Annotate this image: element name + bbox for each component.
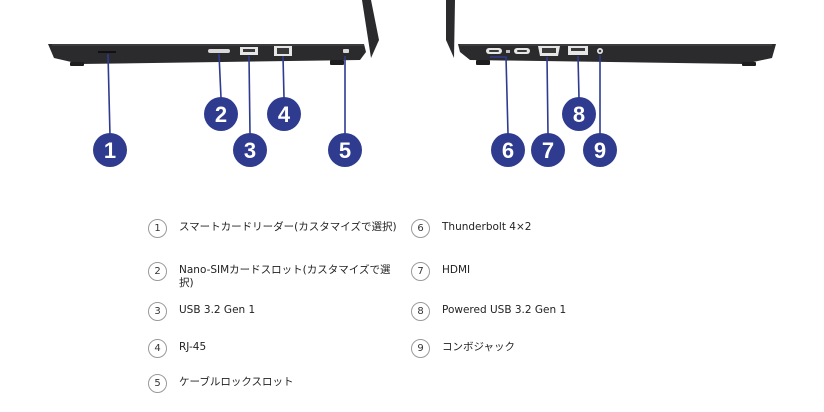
callout-3: 3 (233, 133, 267, 167)
legend-item-9: 9 コンボジャック (411, 339, 515, 358)
legend-label: ケーブルロックスロット (179, 376, 294, 388)
callout-8-number: 8 (573, 102, 585, 127)
legend-label: Powered USB 3.2 Gen 1 (442, 304, 567, 316)
legend-item-5: 5 ケーブルロックスロット (148, 374, 399, 393)
callout-5: 5 (328, 133, 362, 167)
lock-slot (343, 49, 349, 53)
legend-number: 8 (411, 302, 430, 321)
callout-6-number: 6 (502, 138, 514, 163)
left-side-laptop (48, 0, 379, 66)
nano-sim-slot (208, 49, 230, 53)
callout-7-number: 7 (542, 138, 554, 163)
legend-item-2: 2 Nano-SIMカードスロット(カスタマイズで選択) (148, 262, 399, 290)
right-side-laptop (446, 0, 776, 66)
legend-label: USB 3.2 Gen 1 (179, 304, 256, 316)
callout-9-number: 9 (594, 138, 606, 163)
callout-7: 7 (531, 133, 565, 167)
callout-9: 9 (583, 133, 617, 167)
legend-item-7: 7 HDMI (411, 262, 470, 281)
callout-badges: 1 2 3 4 5 6 7 8 9 (93, 97, 617, 167)
legend-number: 9 (411, 339, 430, 358)
legend-label: コンボジャック (442, 341, 515, 353)
legend-number: 2 (148, 262, 167, 281)
callout-5-number: 5 (339, 138, 351, 163)
legend-number: 6 (411, 219, 430, 238)
callout-1: 1 (93, 133, 127, 167)
callout-6: 6 (491, 133, 525, 167)
callout-3-number: 3 (244, 138, 256, 163)
legend-item-6: 6 Thunderbolt 4×2 (411, 219, 531, 238)
callout-8: 8 (562, 97, 596, 131)
legend-number: 7 (411, 262, 430, 281)
callout-4: 4 (267, 97, 301, 131)
callout-4-number: 4 (278, 102, 291, 127)
laptop-ports-diagram: 1 2 3 4 5 6 7 8 9 (48, 0, 776, 167)
legend-label: HDMI (442, 264, 471, 276)
legend-label: Nano-SIMカードスロット(カスタマイズで選択) (179, 264, 391, 289)
legend-item-8: 8 Powered USB 3.2 Gen 1 (411, 302, 566, 321)
legend-label: Thunderbolt 4×2 (442, 221, 532, 233)
legend-item-4: 4 RJ-45 (148, 339, 399, 358)
legend-number: 3 (148, 302, 167, 321)
legend-number: 1 (148, 219, 167, 238)
callout-2-number: 2 (215, 102, 227, 127)
left-laptop-base (48, 44, 366, 64)
callout-2: 2 (204, 97, 238, 131)
legend-number: 5 (148, 374, 167, 393)
legend-label: RJ-45 (179, 341, 207, 353)
callout-lines (107, 53, 601, 137)
legend-item-1: 1 スマートカードリーダー(カスタマイズで選択) (148, 219, 399, 238)
right-laptop-base (458, 44, 776, 64)
legend-number: 4 (148, 339, 167, 358)
right-laptop-lid (446, 0, 455, 58)
smart-card-slot (98, 51, 116, 53)
left-laptop-lid (362, 0, 379, 58)
callout-1-number: 1 (104, 138, 116, 163)
legend-label: スマートカードリーダー(カスタマイズで選択) (179, 221, 397, 233)
legend-item-3: 3 USB 3.2 Gen 1 (148, 302, 399, 321)
